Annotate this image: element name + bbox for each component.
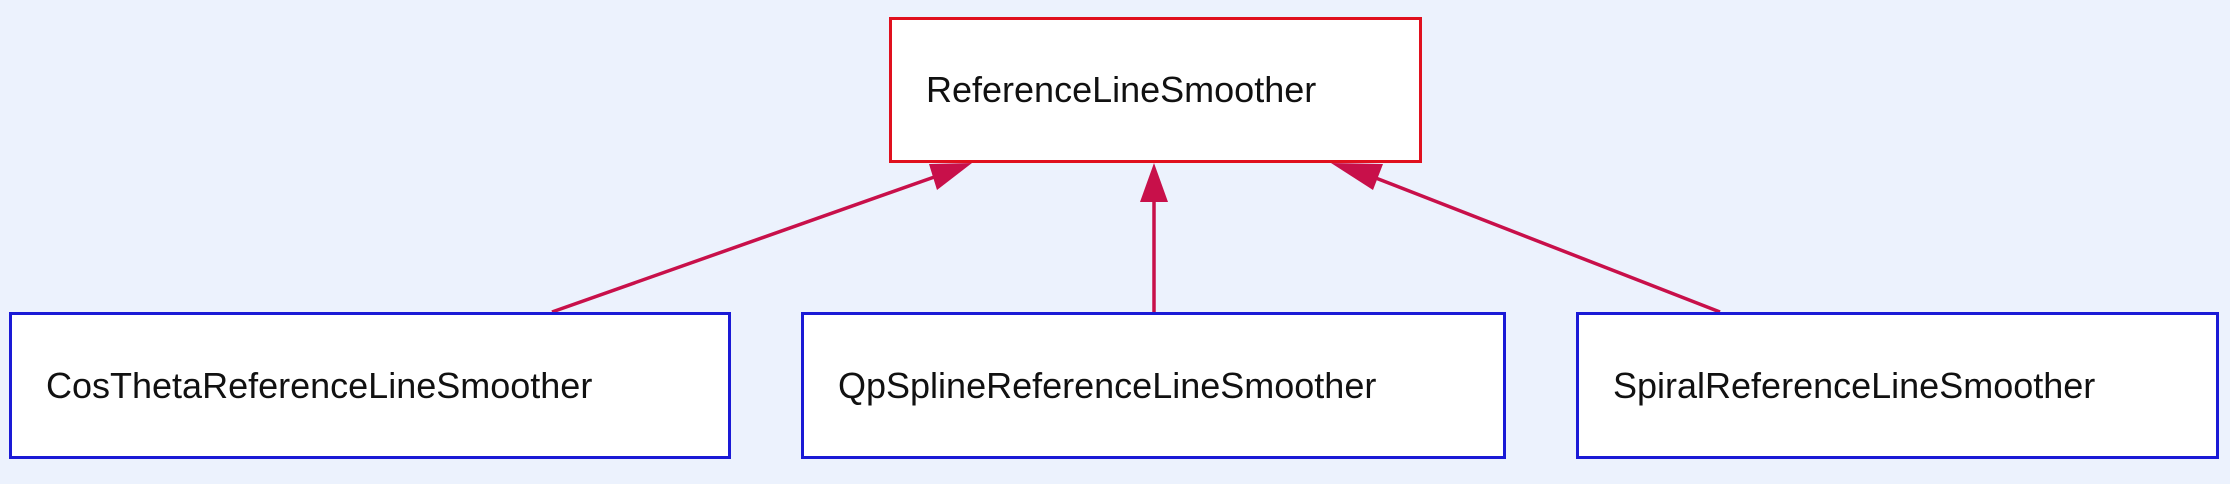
class-node-label: ReferenceLineSmoother [926, 69, 1317, 110]
class-node-spiral-reference-line-smoother[interactable]: SpiralReferenceLineSmoother [1576, 312, 2219, 459]
class-node-label: SpiralReferenceLineSmoother [1613, 364, 2096, 406]
class-node-cos-theta-reference-line-smoother[interactable]: CosThetaReferenceLineSmoother [9, 312, 731, 459]
edge-spiral-to-parent [1367, 173, 1721, 314]
arrowhead-qpspline [1140, 163, 1168, 202]
class-node-label: QpSplineReferenceLineSmoother [838, 364, 1377, 406]
arrowhead-spiral [1331, 163, 1383, 190]
class-node-reference-line-smoother[interactable]: ReferenceLineSmoother [889, 17, 1422, 163]
class-node-label: CosThetaReferenceLineSmoother [46, 364, 593, 406]
class-node-qp-spline-reference-line-smoother[interactable]: QpSplineReferenceLineSmoother [801, 312, 1506, 459]
arrowhead-costheta [929, 163, 972, 190]
edge-costheta-to-parent [551, 173, 941, 314]
